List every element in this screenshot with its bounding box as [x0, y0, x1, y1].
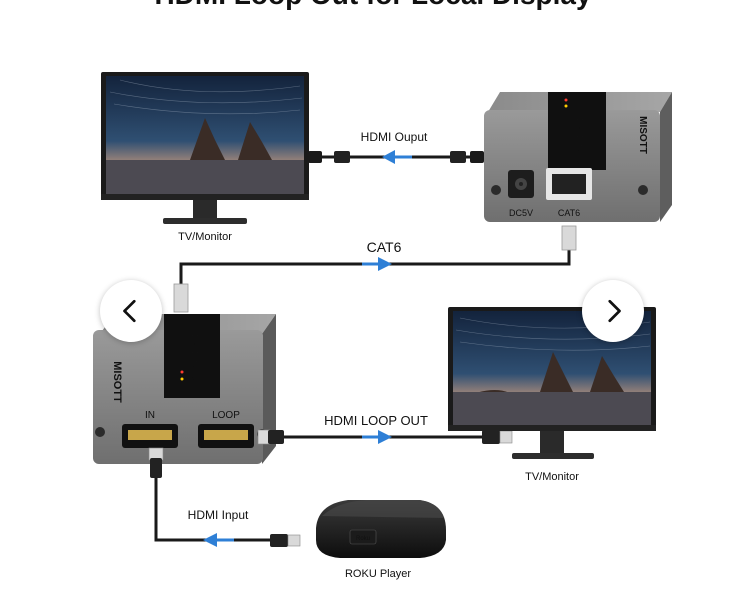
top-monitor-label: TV/Monitor — [178, 231, 232, 243]
previous-slide-button[interactable] — [100, 280, 162, 342]
chevron-right-icon — [608, 299, 621, 323]
receiver-model-text: HDMI Extender — [575, 113, 584, 168]
cat6-cable — [173, 225, 577, 313]
page-title: HDMI Loop Out for Local Display — [154, 0, 592, 10]
hdmi-loop-out-label: HDMI LOOP OUT — [324, 413, 428, 428]
hdmi-output-cable — [308, 150, 484, 164]
next-slide-button[interactable] — [582, 280, 644, 342]
cat6-arrow — [378, 257, 392, 271]
receiver-brand-text: MISOTT — [637, 116, 648, 154]
receiver-device: HDMI Extender MISOTT DC5V CAT6 — [484, 92, 672, 222]
hdmi-output-label: HDMI Ouput — [361, 130, 428, 144]
receiver-port-dc: DC5V — [509, 208, 533, 218]
roku-player: Roku — [316, 500, 446, 558]
roku-player-label: ROKU Player — [345, 568, 411, 580]
transmitter-brand-text: MISOTT — [111, 361, 123, 403]
roku-logo: Roku — [356, 536, 370, 542]
chevron-left-icon — [123, 299, 136, 323]
right-monitor-label: TV/Monitor — [525, 471, 579, 483]
transmitter-port-loop: LOOP — [212, 410, 240, 421]
receiver-port-cat: CAT6 — [558, 208, 580, 218]
cat6-label: CAT6 — [367, 239, 402, 255]
hdmi-input-cable — [148, 447, 301, 547]
transmitter-port-in: IN — [145, 410, 155, 421]
hdmi-input-arrow — [203, 533, 217, 547]
top-monitor — [101, 72, 309, 224]
transmitter-device: HDMI Extender MISOTT IN LOOP — [93, 314, 276, 464]
hdmi-input-label: HDMI Input — [188, 508, 249, 522]
hdmi-output-arrow — [382, 150, 395, 164]
hdmi-loop-out-arrow — [378, 430, 392, 444]
right-monitor — [448, 307, 656, 459]
transmitter-model-text: HDMI Extender — [190, 329, 199, 384]
hdmi-loop-out-cable — [257, 429, 513, 445]
